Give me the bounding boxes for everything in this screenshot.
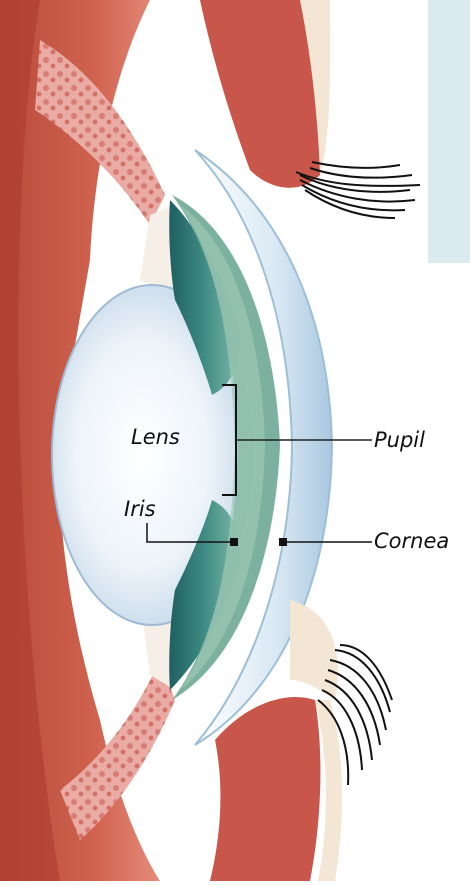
iris-label: Iris bbox=[124, 497, 156, 521]
lower-eyelid bbox=[210, 697, 320, 881]
side-info-box bbox=[428, 0, 470, 263]
lens-label: Lens bbox=[131, 425, 180, 449]
pupil-label: Pupil bbox=[374, 428, 425, 452]
cornea-marker bbox=[279, 538, 287, 546]
upper-eyelid bbox=[200, 0, 323, 188]
cornea-label: Cornea bbox=[374, 529, 449, 553]
iris-marker bbox=[230, 538, 238, 546]
upper-eyelashes bbox=[296, 162, 420, 218]
